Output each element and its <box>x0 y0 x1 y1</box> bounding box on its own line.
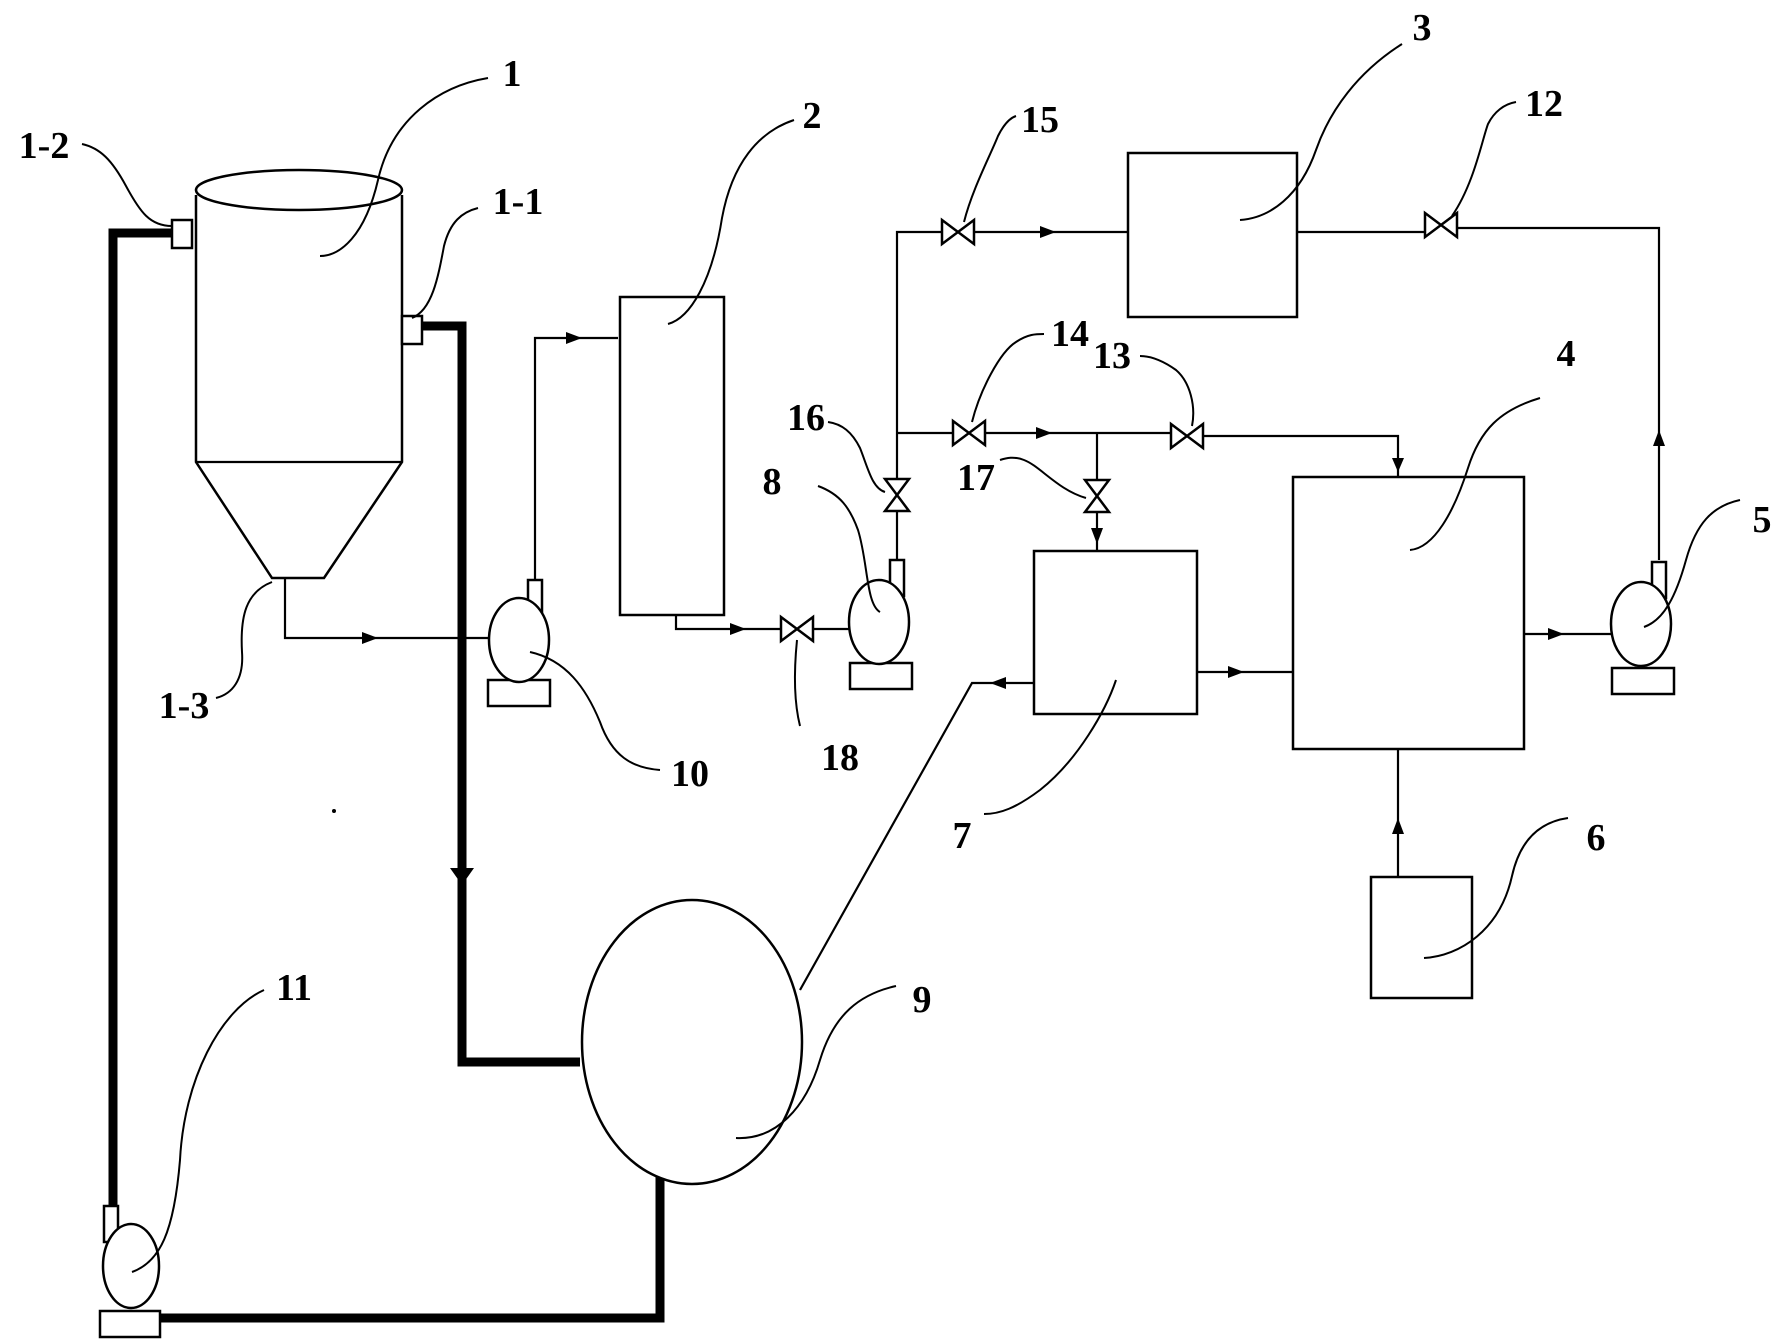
flow-arrow-right <box>1548 628 1564 640</box>
flow-arrow-down <box>1392 458 1404 472</box>
label-unit-4: 4 <box>1557 333 1576 375</box>
label-valve-16: 16 <box>787 397 825 439</box>
pipe-valve-12-to-pump-5 <box>1458 226 1661 560</box>
pipe-valve-13-to-unit-4 <box>1204 434 1400 477</box>
leader-2 <box>667 119 795 325</box>
label-pump-8: 8 <box>763 461 782 503</box>
label-unit-6: 6 <box>1587 817 1606 859</box>
leader-1 <box>319 77 489 257</box>
pump-8 <box>847 558 914 691</box>
label-vessel-9: 9 <box>913 979 932 1021</box>
flow-arrow-right <box>1228 666 1244 678</box>
label-tank-1: 1 <box>503 53 522 95</box>
unit-6 <box>1369 875 1474 1000</box>
pipe-unit-7-to-vessel-9 <box>799 681 1034 991</box>
leader-8 <box>817 485 881 613</box>
leader-1-1 <box>411 207 479 319</box>
leader-15 <box>963 115 1017 223</box>
valve-13 <box>1169 421 1205 451</box>
leader-4 <box>1409 397 1541 551</box>
leader-12 <box>1451 101 1517 217</box>
unit-2 <box>618 295 726 617</box>
valve-18 <box>779 614 815 644</box>
flow-arrow-right <box>566 332 582 344</box>
unit-4 <box>1291 475 1526 751</box>
flow-arrow-down-thick <box>450 868 474 885</box>
leader-3 <box>1239 43 1403 221</box>
valve-15 <box>940 217 976 247</box>
leader-18 <box>794 639 801 727</box>
label-port-1-1: 1-1 <box>493 181 544 223</box>
label-unit-2: 2 <box>803 95 822 137</box>
leader-7 <box>983 679 1117 815</box>
flow-arrow-up <box>1392 818 1404 834</box>
label-valve-13: 13 <box>1093 335 1131 377</box>
valve-16 <box>882 477 912 513</box>
pipe-valve-16-riser <box>895 230 941 478</box>
label-valve-14: 14 <box>1051 313 1089 355</box>
vessel-9 <box>580 898 804 1186</box>
leader-11 <box>131 989 265 1273</box>
pipe-unit-2-to-valve-18 <box>674 615 780 631</box>
leader-10 <box>529 651 661 771</box>
flow-arrow-down <box>1091 528 1103 544</box>
pipe-pump-10-to-unit-2 <box>533 336 618 580</box>
port-1-2 <box>170 218 194 250</box>
pipe-tank-outlet-to-pump-10 <box>283 578 492 640</box>
label-unit-3: 3 <box>1413 7 1432 49</box>
pump-11 <box>98 1204 162 1339</box>
thick-pipe-vessel-to-pump-11 <box>148 1172 665 1323</box>
label-unit-7: 7 <box>953 815 972 857</box>
label-port-1-2: 1-2 <box>19 125 70 167</box>
thick-pipe-tank-to-vessel <box>410 321 580 1067</box>
label-valve-15: 15 <box>1021 99 1059 141</box>
pump-5 <box>1609 560 1676 696</box>
flow-arrow-right <box>1040 226 1056 238</box>
label-pump-10: 10 <box>671 753 709 795</box>
label-valve-18: 18 <box>821 737 859 779</box>
label-valve-17: 17 <box>957 457 995 499</box>
leader-5 <box>1643 499 1741 628</box>
valve-14 <box>951 418 987 448</box>
leader-9 <box>735 985 897 1140</box>
unit-3 <box>1126 151 1299 319</box>
leader-17 <box>999 456 1087 499</box>
leader-14 <box>971 333 1045 423</box>
flow-arrow-right <box>1036 427 1052 439</box>
leader-6 <box>1423 817 1569 959</box>
label-valve-12: 12 <box>1525 83 1563 125</box>
flow-arrow-right <box>362 632 378 644</box>
flow-arrow-up <box>1653 430 1665 446</box>
flow-arrow-left <box>990 677 1006 689</box>
valve-12 <box>1423 210 1459 240</box>
label-port-1-3: 1-3 <box>159 685 210 727</box>
port-1-1 <box>400 314 424 346</box>
label-pump-5: 5 <box>1753 499 1772 541</box>
pump-10 <box>486 578 552 708</box>
flow-arrow-right <box>730 623 746 635</box>
tank-1 <box>170 168 424 580</box>
leader-1-3 <box>215 581 273 699</box>
label-pump-11: 11 <box>276 967 312 1009</box>
stray-dot <box>332 809 336 813</box>
leader-16 <box>827 421 886 493</box>
leader-13 <box>1139 355 1195 427</box>
leader-1-2 <box>81 143 173 227</box>
thick-pipe-pump-11-to-tank <box>108 228 172 1212</box>
valve-17 <box>1082 478 1112 514</box>
unit-7 <box>1032 549 1199 716</box>
